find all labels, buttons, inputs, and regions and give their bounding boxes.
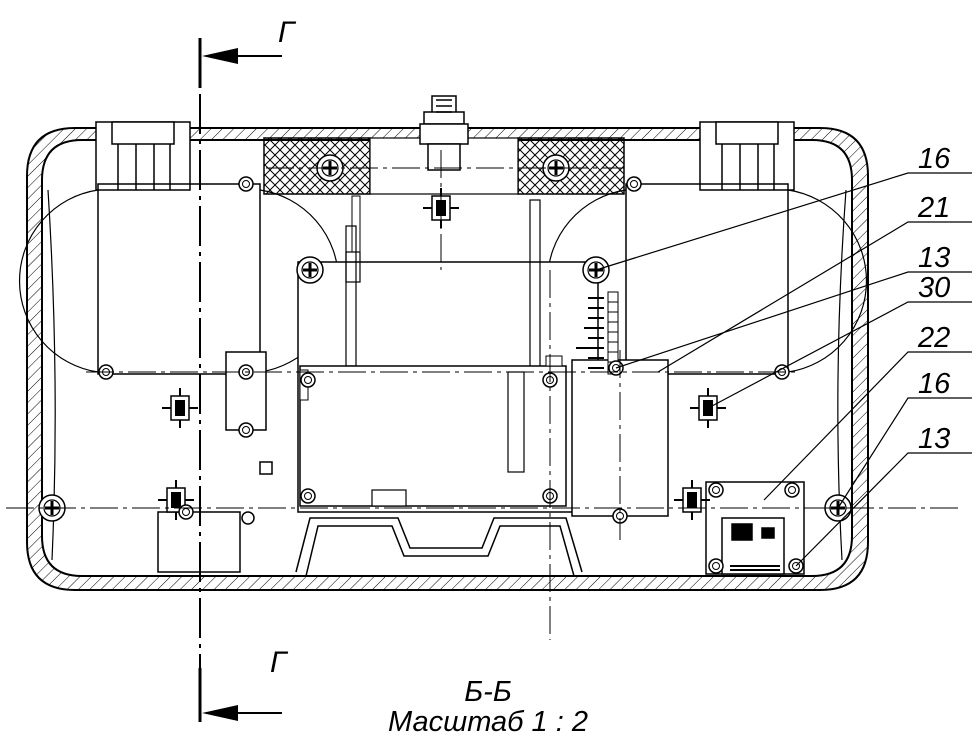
section-arrow-top: [202, 48, 282, 64]
display-module: [299, 365, 567, 507]
scale-label: Масштаб 1 : 2: [388, 706, 588, 738]
left-clip: [95, 121, 191, 191]
callout-16-bottom: 16: [918, 368, 951, 400]
callout-21: 21: [917, 192, 950, 224]
center-lines: [6, 150, 960, 640]
top-connector: [419, 95, 469, 171]
section-mark-bottom: Г: [270, 646, 289, 679]
leader-lines: [595, 172, 972, 567]
callout-13-top: 13: [918, 242, 950, 274]
callout-16-top: 16: [918, 143, 951, 175]
callout-30: 30: [918, 272, 950, 304]
section-mark-top: Г: [278, 16, 297, 49]
callout-22: 22: [917, 322, 950, 354]
top-bracket-right: [517, 137, 625, 195]
section-arrow-bottom: [202, 705, 282, 721]
callouts: 16 21 13 30 22 16 13: [917, 143, 951, 455]
sd-card-holder: [705, 481, 805, 575]
right-clip: [699, 121, 795, 191]
view-title: Б-Б: [464, 676, 512, 708]
callout-13-bottom: 13: [918, 423, 950, 455]
